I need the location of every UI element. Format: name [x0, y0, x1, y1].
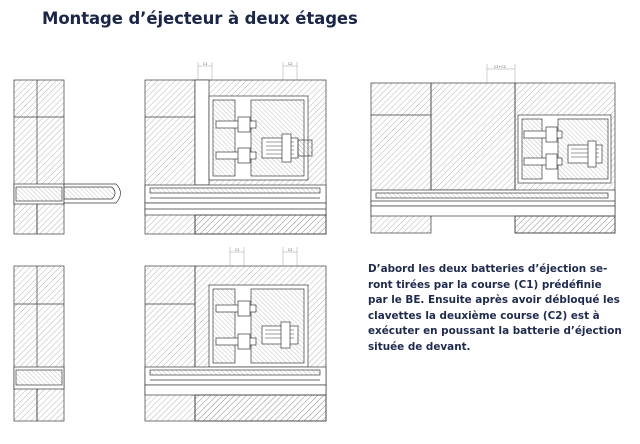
view-4-mold-half: [13, 265, 65, 422]
description-line: située de devant.: [368, 340, 471, 353]
view-3-ejector-stage-c1-c2: C1+C2: [370, 64, 616, 234]
dimension-label-c1-plus-c2: C1+C2: [494, 65, 506, 69]
view-5-ejector-stage: C1 C2: [144, 247, 327, 422]
description-line: D’abord les deux batteries d’éjection se…: [368, 263, 608, 275]
view-1-mold-half: [13, 79, 121, 235]
dimension-label-c1-bottom: C1: [235, 248, 240, 252]
description-line: par le BE. Ensuite après avoir débloqué …: [368, 294, 620, 307]
description-paragraph: D’abord les deux batteries d’éjection se…: [368, 262, 630, 356]
description-line: exécuter en poussant la batterie d’éject…: [368, 325, 622, 338]
dimension-label-c2: C2: [288, 62, 293, 66]
description-line: ront tirées par la course (C1) prédéfini…: [368, 278, 602, 291]
page-title: Montage d’éjecteur à deux étages: [42, 9, 358, 28]
dimension-label-c2-bottom: C2: [288, 248, 293, 252]
view-2-ejector-stage-c1: C1 C2: [144, 62, 327, 235]
dimension-label-c1: C1: [203, 62, 208, 66]
description-line: clavettes la deuxième course (C2) est à: [368, 309, 600, 322]
